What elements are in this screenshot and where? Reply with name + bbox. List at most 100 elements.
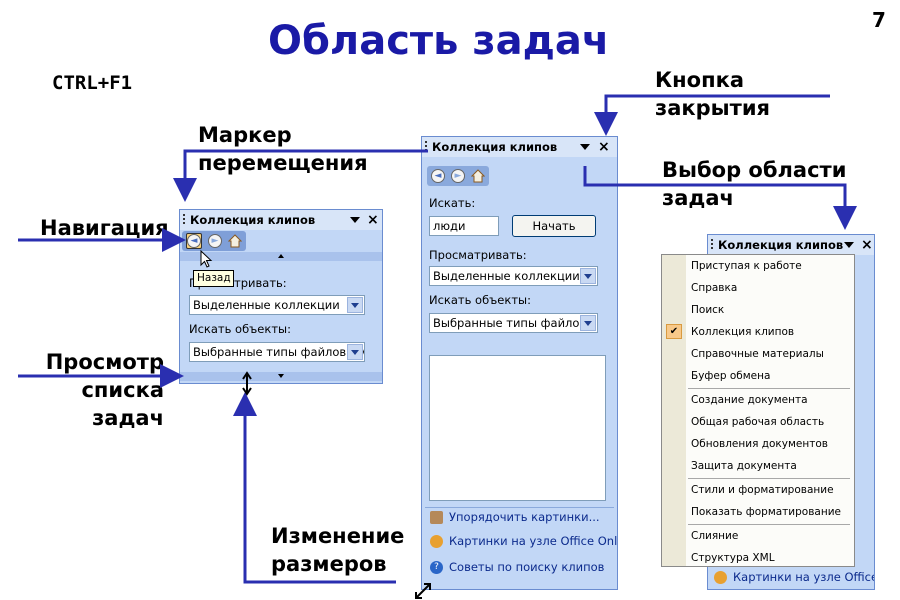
scroll-down-strip[interactable] — [180, 372, 382, 381]
callout-view-list-line1: Просмотр — [45, 350, 164, 374]
hotkey-label: CTRL+F1 — [52, 72, 133, 94]
large-pane-title: Коллекция клипов — [432, 140, 558, 154]
search-objects-label: Искать объекты: — [189, 322, 291, 336]
forward-icon[interactable]: ► — [208, 234, 222, 248]
callout-close-line1: Кнопка — [655, 68, 745, 92]
link-office-online[interactable]: Картинки на узле Office Onli — [714, 570, 875, 584]
link-organize-clips-text: Упорядочить картинки... — [449, 510, 600, 524]
link-office-online[interactable]: Картинки на узле Office Onli — [430, 534, 618, 548]
callout-resize-line2: размеров — [271, 552, 387, 576]
menu-item[interactable]: Показать форматирование — [691, 506, 841, 518]
view-collections-dropdown[interactable]: Выделенные коллекции — [429, 266, 598, 286]
menu-item[interactable]: Создание документа — [691, 394, 808, 406]
view-label: Просматривать: — [429, 248, 527, 262]
menu-item[interactable]: Поиск — [691, 304, 725, 316]
task-pane-menu: Приступая к работе Справка Поиск ✔ Колле… — [661, 254, 855, 567]
callout-view-list-line3: задач — [92, 406, 164, 430]
callout-view-list-line2: списка — [81, 378, 164, 402]
callout-view-list: Просмотр списка задач — [44, 348, 164, 432]
page-number: 7 — [872, 8, 886, 32]
menu-separator — [688, 388, 850, 389]
link-office-online-text: Картинки на узле Office Onli — [733, 570, 875, 584]
small-pane-navbar: ◄ ► — [180, 230, 382, 252]
callout-resize-line1: Изменение — [271, 524, 405, 548]
slide-title: Область задач — [268, 18, 610, 64]
help-icon: ? — [430, 560, 443, 574]
search-input[interactable]: люди — [429, 216, 499, 236]
links-divider — [425, 507, 614, 508]
pane-menu-icon[interactable] — [350, 217, 360, 223]
move-grip-icon[interactable] — [425, 141, 427, 153]
menu-item[interactable]: Слияние — [691, 530, 739, 542]
globe-icon — [430, 534, 443, 548]
callout-move-marker-line2: перемещения — [198, 151, 368, 175]
search-objects-label: Искать объекты: — [429, 293, 531, 307]
search-label: Искать: — [429, 196, 476, 210]
link-search-tips[interactable]: ?Советы по поиску клипов — [430, 560, 604, 574]
check-icon: ✔ — [666, 324, 682, 339]
menu-separator — [688, 478, 850, 479]
globe-icon — [714, 570, 727, 584]
callout-close-button: Кнопка закрытия — [655, 66, 770, 122]
view-collections-dropdown[interactable]: Выделенные коллекции — [189, 295, 365, 315]
search-objects-dropdown[interactable]: Выбранные типы файлов мул — [189, 342, 365, 362]
menu-separator — [688, 524, 850, 525]
chevron-down-icon[interactable] — [580, 268, 596, 284]
close-icon[interactable]: × — [861, 237, 873, 253]
results-area[interactable] — [429, 355, 606, 501]
small-pane-header[interactable]: Коллекция клипов × — [180, 210, 382, 230]
link-office-online-text: Картинки на узле Office Onli — [449, 534, 618, 548]
callout-select-line2: задач — [662, 186, 734, 210]
pane-menu-icon[interactable] — [580, 144, 590, 150]
large-pane-header[interactable]: Коллекция клипов × — [422, 137, 617, 157]
menu-item[interactable]: Стили и форматирование — [691, 484, 834, 496]
small-task-pane: Коллекция клипов × ◄ ► Просматривать: Вы… — [179, 209, 383, 384]
chevron-down-icon[interactable] — [347, 344, 363, 360]
callout-close-line2: закрытия — [655, 96, 771, 120]
callout-resize: Изменение размеров — [271, 522, 404, 578]
chevron-down-icon[interactable] — [347, 297, 363, 313]
menu-item[interactable]: Защита документа — [691, 460, 797, 472]
large-pane-navbar: ◄ ► — [422, 165, 617, 187]
callout-move-marker: Маркер перемещения — [198, 121, 368, 177]
move-grip-icon[interactable] — [183, 214, 185, 226]
menu-item[interactable]: Буфер обмена — [691, 370, 771, 382]
back-icon[interactable]: ◄ — [186, 233, 202, 249]
menu-gutter — [662, 255, 686, 566]
view-value: Выделенные коллекции — [433, 269, 580, 283]
search-objects-value: Выбранные типы файлов мул — [193, 345, 365, 359]
forward-icon[interactable]: ► — [451, 169, 465, 183]
close-icon[interactable]: × — [598, 139, 610, 155]
menu-item[interactable]: Справка — [691, 282, 738, 294]
start-button[interactable]: Начать — [512, 215, 596, 237]
right-pane-header[interactable]: Коллекция клипов × — [708, 235, 874, 255]
large-task-pane: Коллекция клипов × ◄ ► Искать: люди Нача… — [421, 136, 618, 590]
search-objects-value: Выбранные типы файлов — [433, 316, 587, 330]
menu-item[interactable]: Приступая к работе — [691, 260, 802, 272]
right-pane-title: Коллекция клипов — [718, 238, 844, 252]
nav-button-group: ◄ ► — [182, 231, 246, 251]
back-icon[interactable]: ◄ — [431, 169, 445, 183]
nav-button-group: ◄ ► — [427, 166, 489, 186]
menu-item-checked[interactable]: Коллекция клипов — [691, 326, 795, 338]
pane-menu-icon[interactable] — [844, 242, 854, 248]
menu-item[interactable]: Обновления документов — [691, 438, 828, 450]
callout-move-marker-line1: Маркер — [198, 123, 292, 147]
callout-select-pane: Выбор области задач — [662, 156, 846, 212]
home-icon[interactable] — [228, 234, 242, 248]
menu-item[interactable]: Справочные материалы — [691, 348, 824, 360]
callout-select-line1: Выбор области — [662, 158, 847, 182]
chevron-down-icon[interactable] — [580, 315, 596, 331]
menu-item[interactable]: Общая рабочая область — [691, 416, 825, 428]
back-tooltip: Назад — [193, 270, 234, 287]
scroll-up-strip[interactable] — [180, 252, 382, 261]
link-organize-clips[interactable]: Упорядочить картинки... — [430, 510, 600, 524]
close-icon[interactable]: × — [367, 212, 379, 228]
small-pane-title: Коллекция клипов — [190, 213, 316, 227]
home-icon[interactable] — [471, 169, 485, 183]
search-objects-dropdown[interactable]: Выбранные типы файлов — [429, 313, 598, 333]
organize-icon — [430, 510, 443, 524]
move-grip-icon[interactable] — [711, 239, 713, 251]
mouse-cursor-icon — [200, 250, 213, 268]
menu-item[interactable]: Структура XML — [691, 552, 775, 564]
